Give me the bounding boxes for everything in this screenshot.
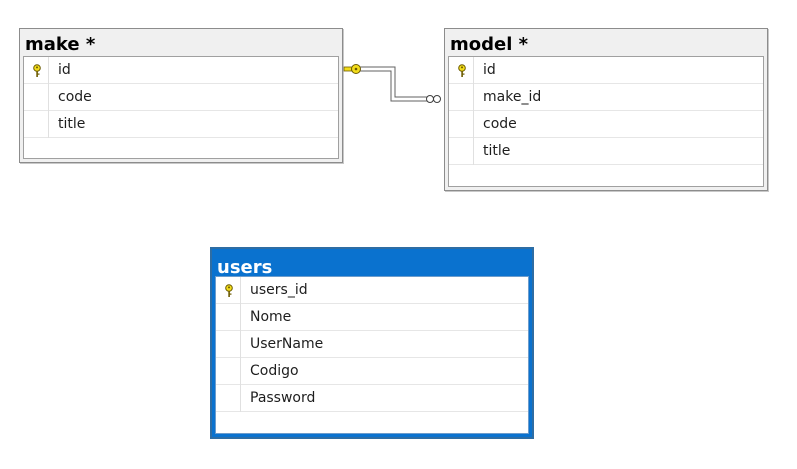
column-name: Password	[250, 390, 316, 406]
row-selector[interactable]	[24, 57, 49, 84]
column-row[interactable]: code	[24, 84, 338, 111]
column-name: title	[58, 116, 86, 132]
column-row[interactable]: id	[24, 57, 338, 84]
primary-key-icon	[33, 64, 41, 77]
table-model[interactable]: model * id make_id code title	[444, 28, 768, 191]
column-row[interactable]: make_id	[449, 84, 763, 111]
table-users[interactable]: users users_id Nome UserName Codigo	[210, 247, 534, 439]
column-row[interactable]: UserName	[216, 331, 528, 358]
row-selector[interactable]	[449, 84, 474, 111]
column-row[interactable]: Nome	[216, 304, 528, 331]
one-end-key-icon	[343, 64, 361, 74]
table-make-columns: id code title	[23, 56, 339, 159]
table-make[interactable]: make * id code title	[19, 28, 343, 163]
primary-key-icon	[225, 284, 233, 297]
table-model-title: model *	[450, 34, 529, 55]
row-selector[interactable]	[449, 138, 474, 165]
column-row[interactable]: title	[449, 138, 763, 165]
column-name: title	[483, 143, 511, 159]
row-selector[interactable]	[216, 304, 241, 331]
column-name: id	[483, 62, 496, 78]
column-name: code	[483, 116, 517, 132]
column-name: code	[58, 89, 92, 105]
column-name: Codigo	[250, 363, 299, 379]
column-name: make_id	[483, 89, 542, 105]
column-row[interactable]: Password	[216, 385, 528, 412]
table-users-title: users	[217, 257, 273, 277]
row-selector[interactable]	[449, 111, 474, 138]
row-selector[interactable]	[216, 277, 241, 304]
table-users-columns: users_id Nome UserName Codigo Password	[215, 276, 529, 434]
column-row[interactable]: code	[449, 111, 763, 138]
column-row[interactable]: users_id	[216, 277, 528, 304]
many-end-infinity-icon	[426, 95, 441, 103]
column-name: id	[58, 62, 71, 78]
row-selector[interactable]	[216, 331, 241, 358]
connector-line[interactable]	[360, 66, 430, 102]
row-selector[interactable]	[449, 57, 474, 84]
row-selector[interactable]	[216, 358, 241, 385]
column-row[interactable]: id	[449, 57, 763, 84]
column-row[interactable]: title	[24, 111, 338, 138]
table-make-title: make *	[25, 34, 96, 55]
column-name: users_id	[250, 282, 308, 298]
column-row[interactable]: Codigo	[216, 358, 528, 385]
row-selector[interactable]	[216, 385, 241, 412]
table-model-columns: id make_id code title	[448, 56, 764, 187]
column-name: Nome	[250, 309, 292, 325]
row-selector[interactable]	[24, 111, 49, 138]
primary-key-icon	[458, 64, 466, 77]
row-selector[interactable]	[24, 84, 49, 111]
column-name: UserName	[250, 336, 324, 352]
